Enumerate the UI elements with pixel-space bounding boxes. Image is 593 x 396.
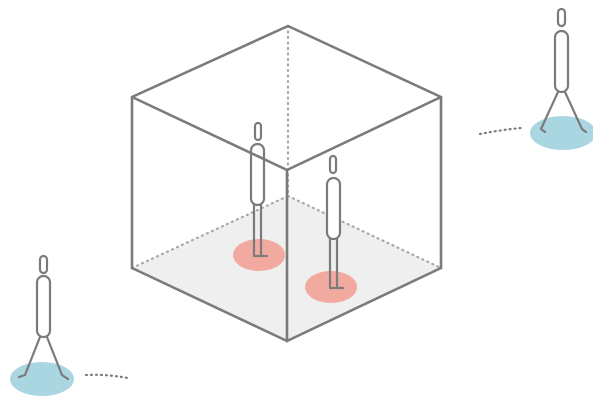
edge-bottom-right: [285, 266, 443, 343]
figure-legs: [328, 237, 345, 290]
outside-marker-right: [530, 116, 593, 150]
cube-top-face: [130, 24, 443, 172]
figure-head: [556, 7, 567, 28]
outside-figure-right: [539, 7, 588, 134]
figure-body: [35, 274, 52, 339]
outside-figure-left: [17, 254, 70, 381]
motion-trail-right: [478, 126, 523, 136]
inside-figure-1: [249, 121, 269, 258]
figure-head: [38, 254, 49, 275]
cube-visible-edges: [130, 24, 443, 343]
figure-head: [253, 121, 263, 142]
figure-legs: [539, 90, 588, 134]
figure-body: [325, 176, 342, 241]
figure-body: [553, 29, 570, 94]
edge-bottom-left: [130, 266, 289, 343]
figure-legs: [252, 203, 269, 258]
outside-marker-left: [10, 362, 74, 396]
inside-figure-2: [325, 154, 345, 290]
figure-head: [328, 154, 338, 175]
hidden-edge-right: [286, 194, 443, 270]
figure-legs: [17, 335, 70, 381]
figure-body: [249, 142, 266, 207]
motion-trail-left: [84, 373, 130, 380]
